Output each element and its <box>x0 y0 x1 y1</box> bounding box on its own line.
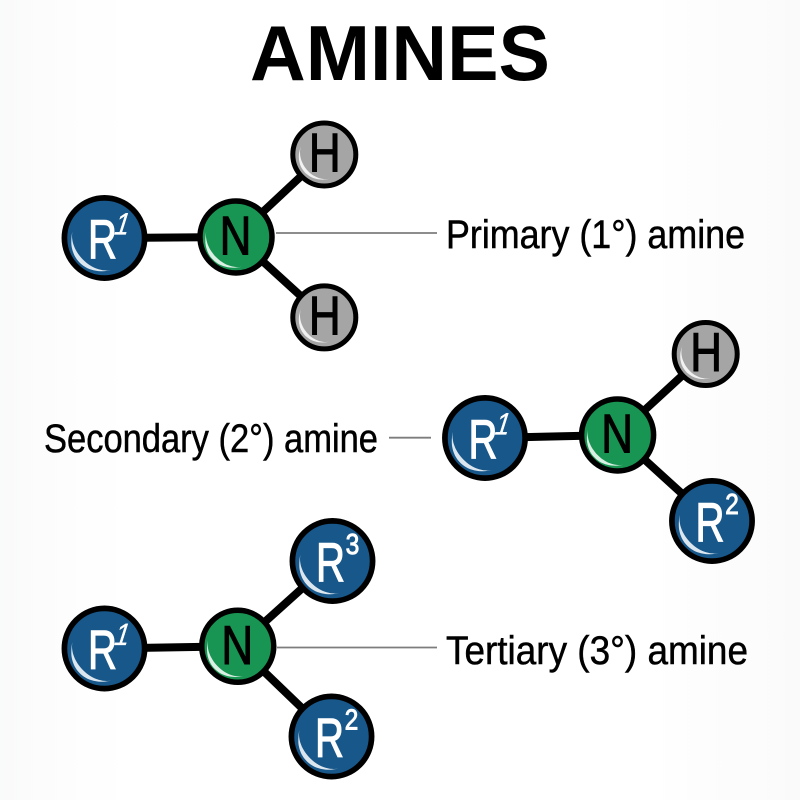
svg-text:2: 2 <box>725 488 739 520</box>
svg-text:1: 1 <box>113 618 133 652</box>
svg-text:2: 2 <box>345 704 359 736</box>
svg-text:R: R <box>316 532 345 594</box>
svg-text:Tertiary (3°) amine: Tertiary (3°) amine <box>446 629 748 673</box>
svg-text:3: 3 <box>346 528 360 560</box>
svg-text:N: N <box>601 403 633 465</box>
svg-text:R: R <box>88 209 117 271</box>
svg-text:H: H <box>309 122 341 184</box>
svg-text:N: N <box>220 205 252 267</box>
svg-text:Primary (1°) amine: Primary (1°) amine <box>446 213 745 257</box>
svg-text:AMINES: AMINES <box>250 11 550 97</box>
svg-text:R: R <box>469 409 498 471</box>
svg-text:H: H <box>690 321 722 383</box>
svg-text:R: R <box>696 492 725 554</box>
svg-text:1: 1 <box>113 208 133 242</box>
svg-text:H: H <box>309 285 341 347</box>
svg-text:N: N <box>221 614 253 676</box>
svg-text:R: R <box>315 707 344 769</box>
svg-text:Secondary (2°) amine: Secondary (2°) amine <box>44 417 378 461</box>
svg-text:R: R <box>88 619 117 681</box>
svg-text:1: 1 <box>493 408 513 442</box>
